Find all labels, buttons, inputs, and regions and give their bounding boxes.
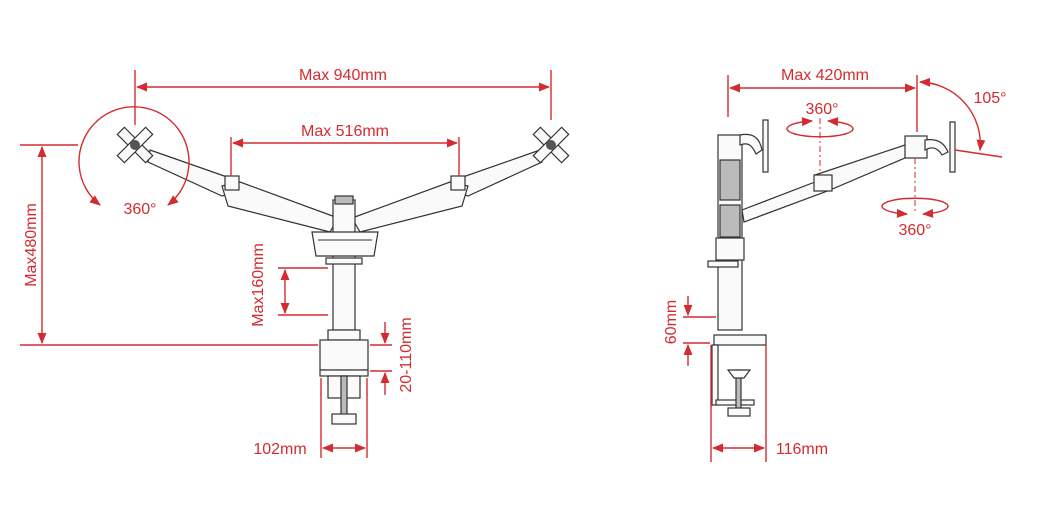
dual-arm-drawing xyxy=(116,126,570,425)
side-view: Max 420mm 105° 360° 360° 60mm 116mm xyxy=(663,67,1007,462)
tilt-arc xyxy=(918,77,986,152)
rotation-arc xyxy=(78,106,190,206)
reach-label: Max 420mm xyxy=(781,67,869,84)
clamp-width-label: 102mm xyxy=(253,441,306,458)
single-arm-side-drawing xyxy=(707,119,956,417)
tilt-label: 105° xyxy=(973,90,1006,107)
height-adjust-label: Max160mm xyxy=(250,243,267,327)
swivel-bottom-arc xyxy=(881,197,949,218)
height-label: Max480mm xyxy=(23,203,40,287)
front-view: Max 940mm Max 516mm 360° Max480mm Max160… xyxy=(20,67,570,458)
base-height-label: 60mm xyxy=(663,300,680,344)
clamp-depth-label: 116mm xyxy=(776,441,828,458)
rotation-label: 360° xyxy=(123,201,156,218)
swivel-top-arc xyxy=(786,117,854,138)
max-span-label: Max 940mm xyxy=(299,67,387,84)
swivel-top-label: 360° xyxy=(805,101,838,118)
arm-span-label: Max 516mm xyxy=(301,123,389,140)
swivel-bottom-label: 360° xyxy=(898,222,931,239)
desk-thickness-label: 20-110mm xyxy=(398,317,415,392)
